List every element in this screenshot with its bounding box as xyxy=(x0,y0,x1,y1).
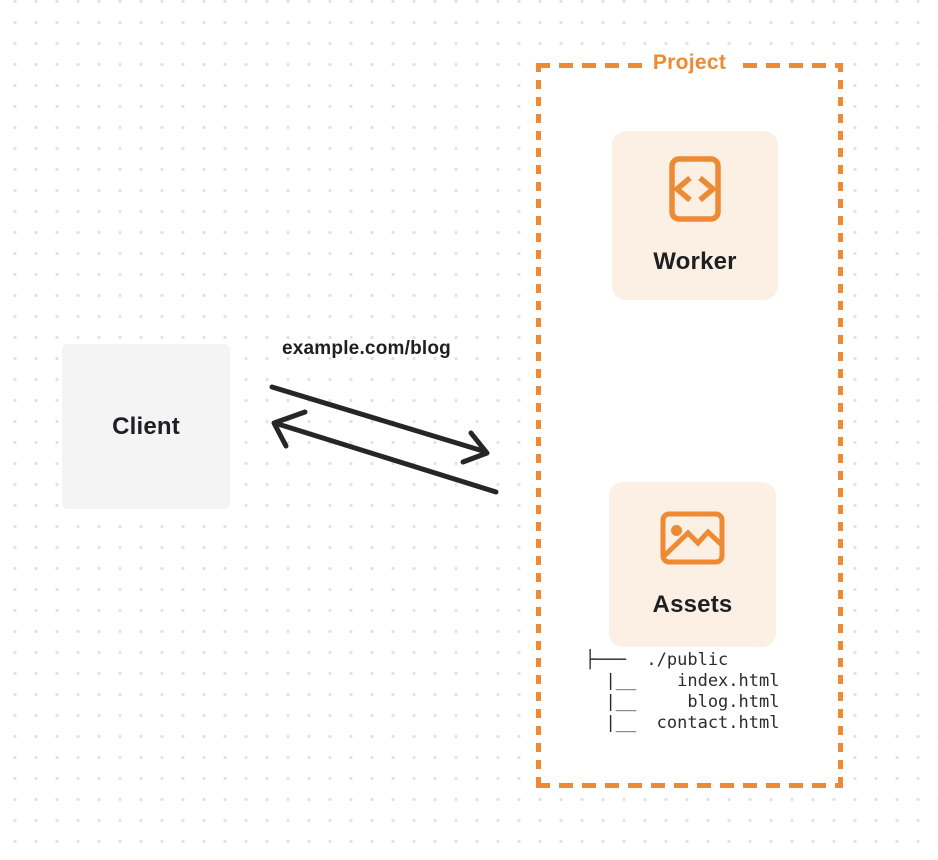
client-node: Client xyxy=(62,344,230,509)
project-border-left xyxy=(536,63,541,788)
assets-file-tree: ├─── ./public |__ index.html |__ blog.ht… xyxy=(585,650,780,733)
assets-card: Assets xyxy=(609,482,776,647)
image-icon xyxy=(660,511,725,565)
code-document-icon xyxy=(669,155,721,222)
worker-card: Worker xyxy=(612,131,778,300)
project-container: Project Worker xyxy=(536,50,843,788)
worker-label: Worker xyxy=(653,247,737,275)
response-arrow xyxy=(271,409,499,495)
project-border-right xyxy=(838,63,843,788)
project-border-bottom xyxy=(536,783,843,788)
request-url-label: example.com/blog xyxy=(282,338,451,359)
request-arrow xyxy=(269,384,490,465)
project-title: Project xyxy=(643,50,736,76)
client-label: Client xyxy=(112,412,180,440)
assets-label: Assets xyxy=(652,590,733,618)
